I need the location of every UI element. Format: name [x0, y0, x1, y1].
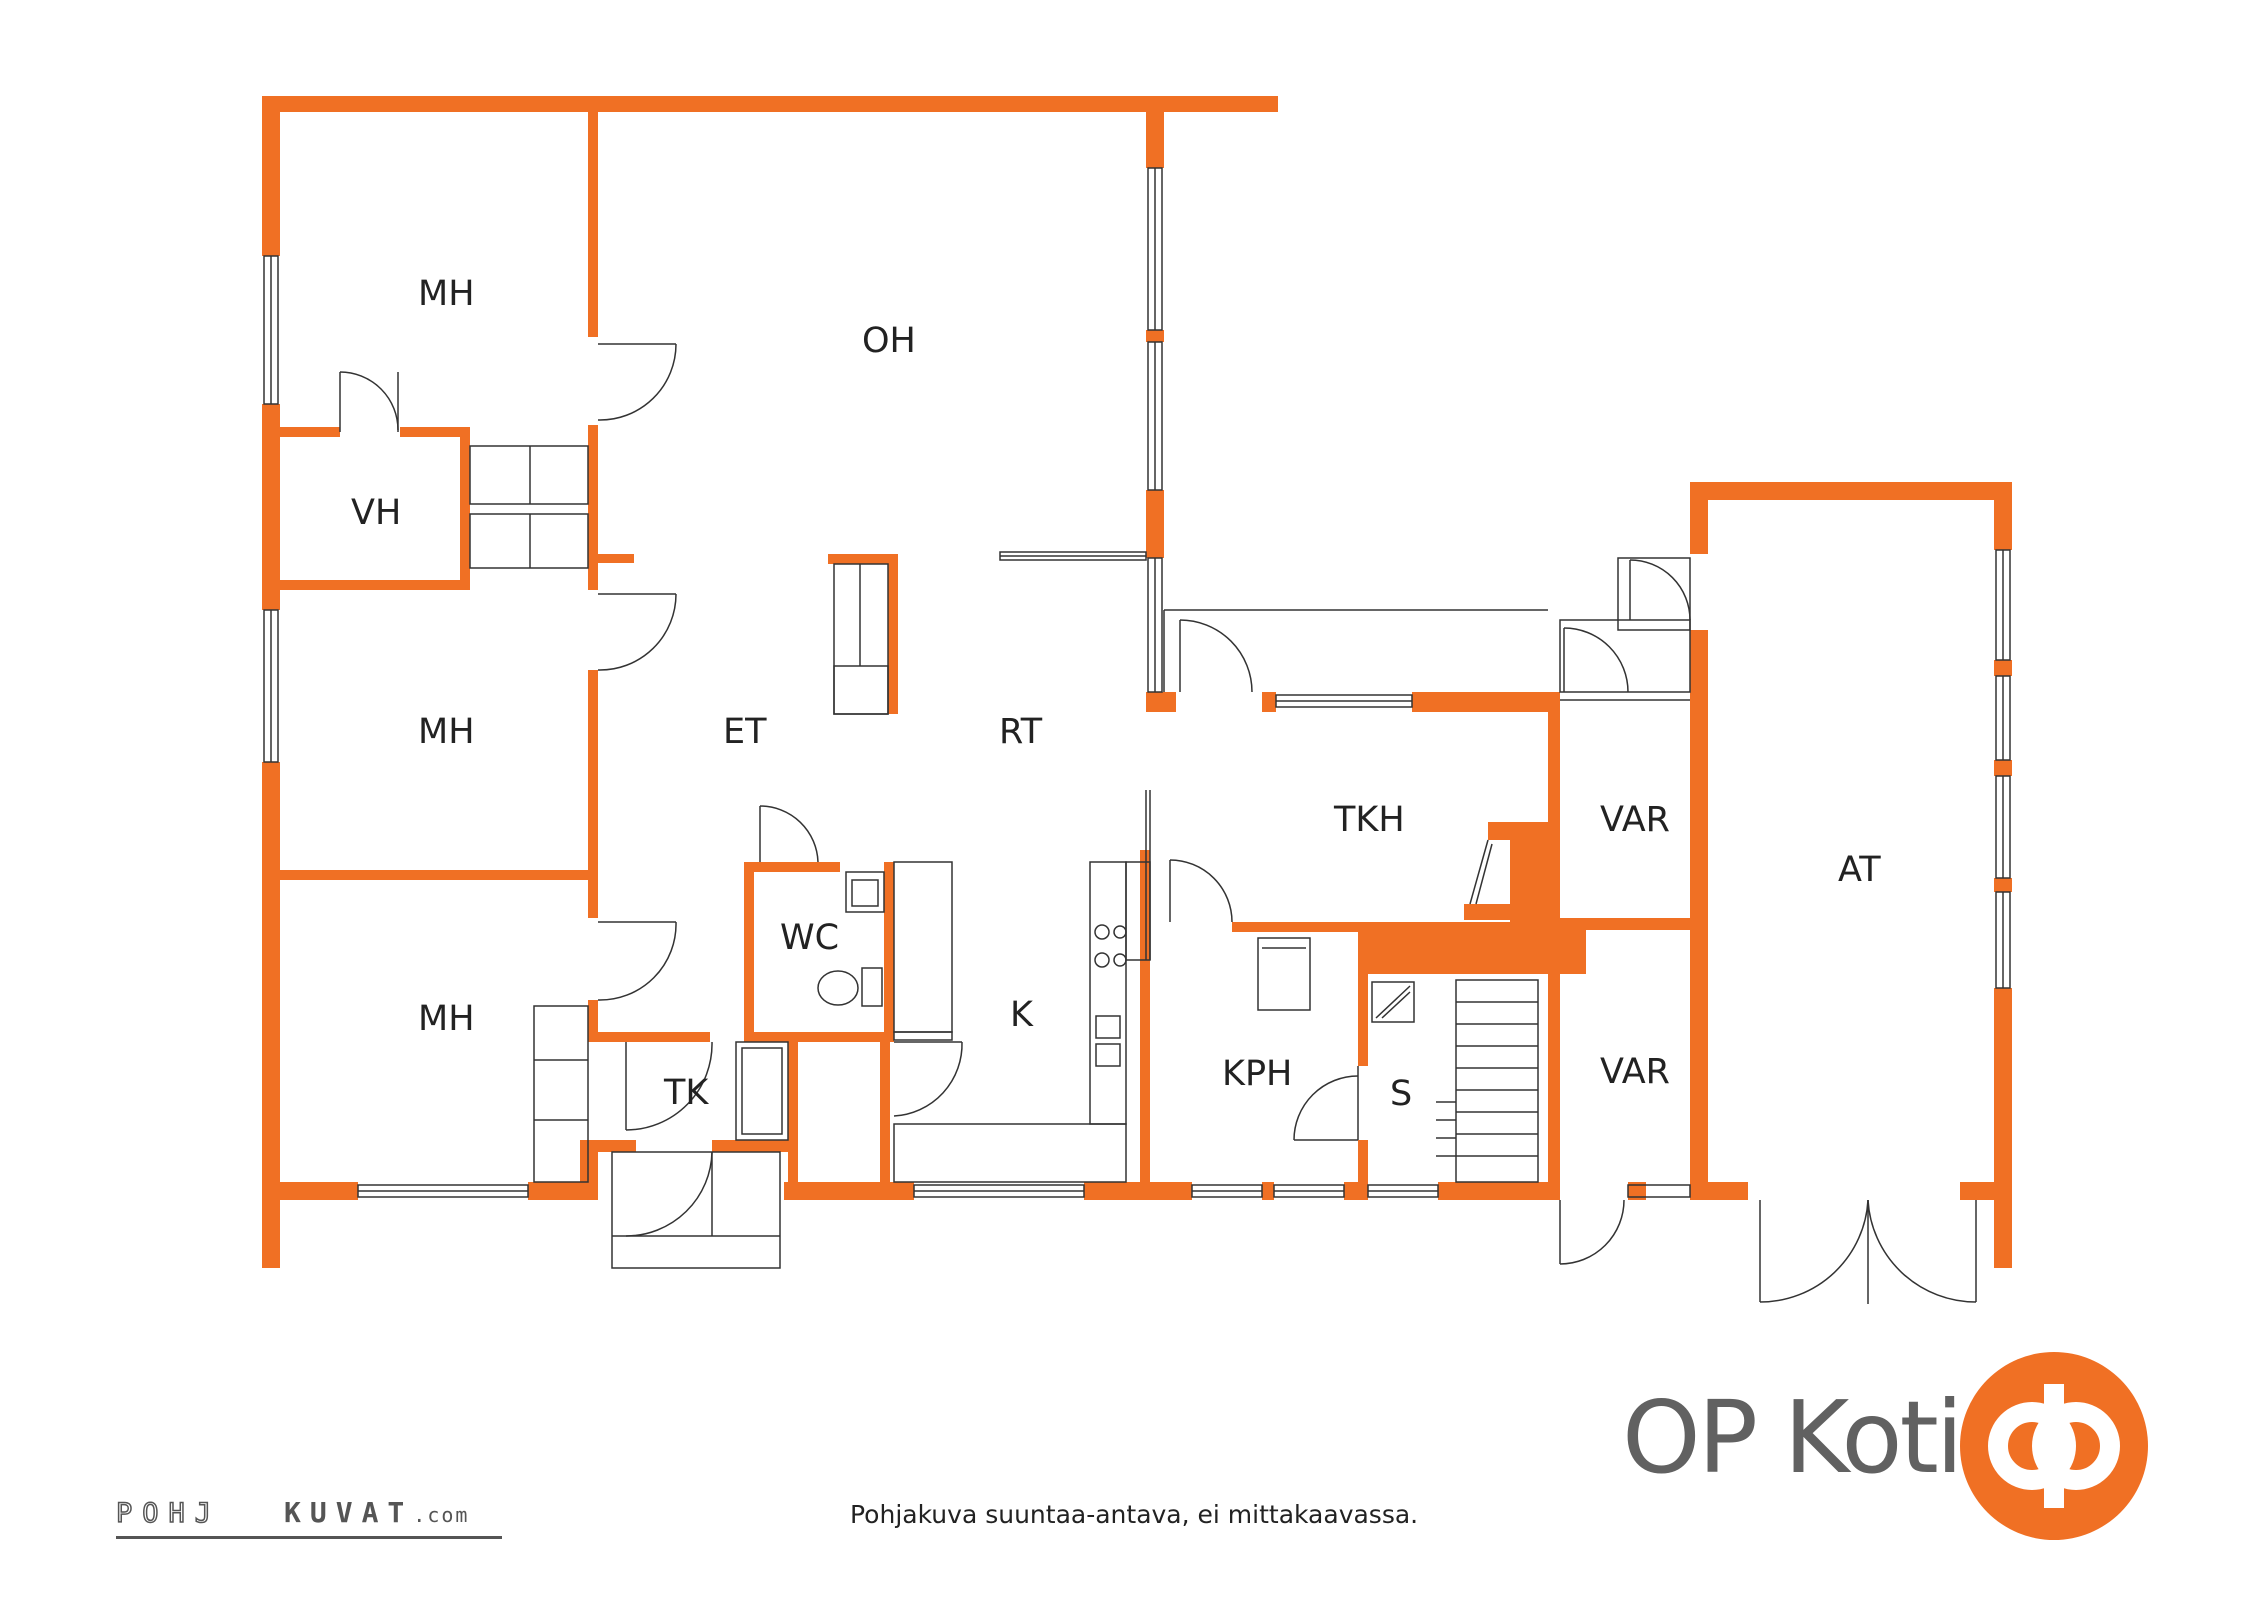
brand-name: OP Koti	[1622, 1379, 1964, 1496]
credit-underline	[116, 1536, 502, 1539]
room-label-vh: VH	[351, 493, 401, 533]
credit-left-text: POHJ	[115, 1497, 222, 1530]
room-label-rt: RT	[999, 712, 1043, 752]
room-label-et: ET	[723, 712, 767, 752]
room-label-wc: WC	[780, 918, 839, 958]
room-label-var-2: VAR	[1600, 1052, 1670, 1092]
room-label-tkh: TKH	[1333, 800, 1405, 840]
op-logo-icon	[1960, 1352, 2148, 1540]
room-label-kph: KPH	[1222, 1054, 1292, 1094]
room-label-mh-1: MH	[418, 274, 475, 314]
room-label-mh-3: MH	[418, 999, 475, 1039]
room-label-s: S	[1390, 1074, 1412, 1114]
disclaimer-caption: Pohjakuva suuntaa-antava, ei mittakaavas…	[850, 1500, 1419, 1529]
pohjakuvat-credit-logo: POHJ KUVAT.com	[115, 1494, 506, 1540]
room-labels: MH OH VH MH ET RT TKH VAR AT WC K MH KPH…	[351, 274, 1881, 1114]
credit-right-text: KUVAT.com	[284, 1496, 470, 1529]
room-label-k: K	[1010, 995, 1034, 1035]
room-label-at: AT	[1838, 850, 1881, 890]
room-label-oh: OH	[862, 321, 916, 361]
room-label-mh-2: MH	[418, 712, 475, 752]
walls	[262, 96, 2012, 1268]
room-label-var-1: VAR	[1600, 800, 1670, 840]
room-label-tk: TK	[663, 1073, 709, 1113]
windows	[263, 167, 2011, 1304]
credit-domain: .com	[413, 1503, 470, 1527]
doors	[339, 343, 1691, 1237]
